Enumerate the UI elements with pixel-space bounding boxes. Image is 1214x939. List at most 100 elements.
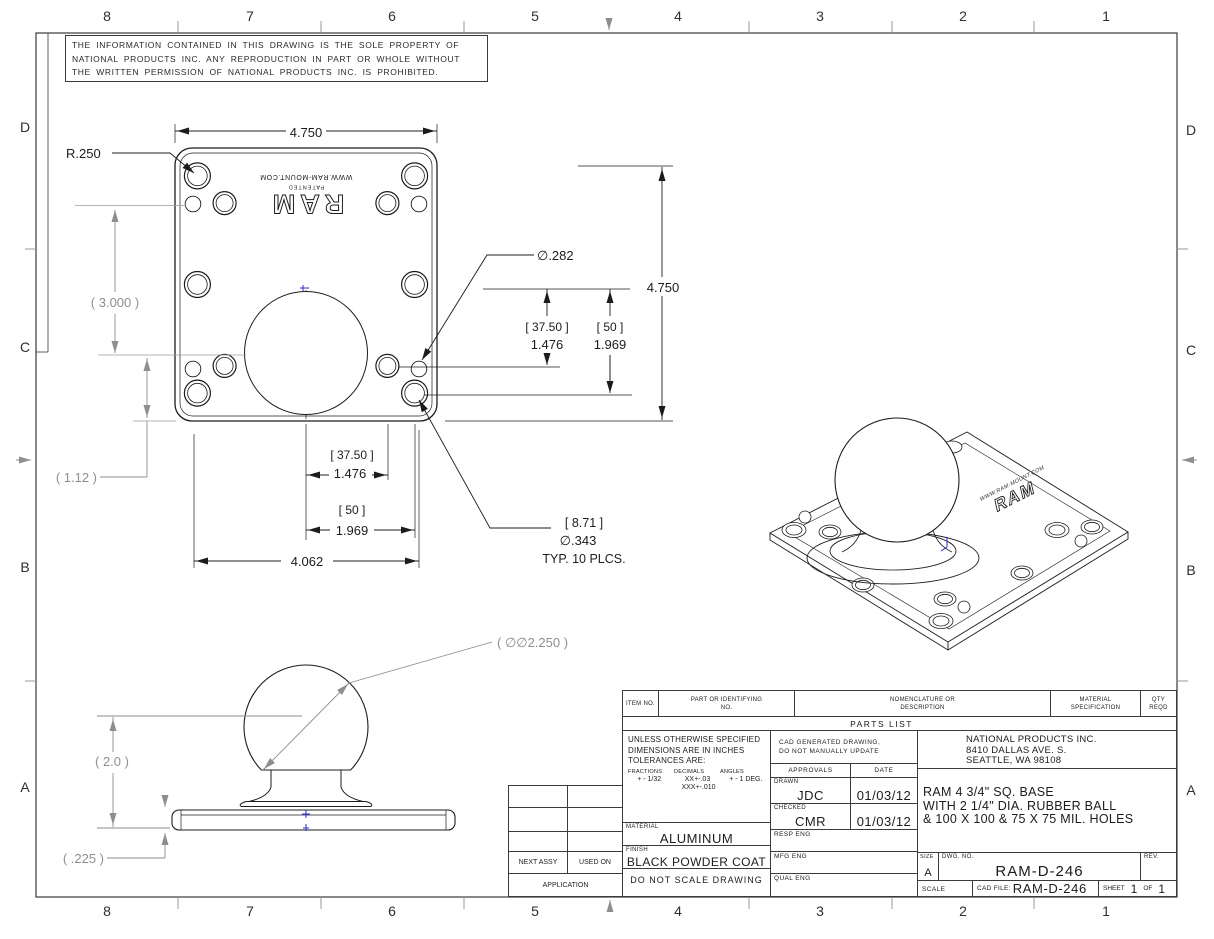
resp-eng-label: RESP ENG: [774, 831, 811, 838]
dim-ref-offset: ( 1.12 ): [56, 470, 97, 485]
dim-width-top: 4.750: [290, 125, 323, 140]
dim-h100-in: 1.969: [336, 523, 369, 538]
dwg-no-value: RAM-D-246: [995, 863, 1084, 880]
iso-holes: [781, 440, 1104, 629]
scale-label: SCALE: [922, 886, 946, 893]
zone-row: C: [1185, 342, 1197, 358]
zone-col: 5: [531, 903, 539, 919]
application-grid-cell: [567, 831, 623, 852]
dim-width-bottom: 4.062: [291, 554, 324, 569]
company-cell: NATIONAL PRODUCTS INC. 8410 DALLAS AVE. …: [917, 730, 1177, 769]
drawing-title-line: WITH 2 1/4" DIA. RUBBER BALL: [923, 798, 1117, 813]
parts-list-label: PARTS LIST: [850, 718, 913, 729]
notice-line: THE INFORMATION CONTAINED IN THIS DRAWIN…: [72, 40, 460, 50]
drawing-title-cell: RAM 4 3/4" SQ. BASE WITH 2 1/4" DIA. RUB…: [917, 768, 1177, 853]
cad-note-line: DO NOT MANUALLY UPDATE: [779, 748, 880, 755]
dim-v75-in: 1.476: [531, 337, 564, 352]
drawn-date-cell: 01/03/12: [850, 777, 918, 804]
qual-eng-cell: QUAL ENG: [770, 873, 918, 897]
application-grid-cell: [567, 785, 623, 808]
col-matspec-label: MATERIAL SPECIFICATION: [1070, 696, 1121, 711]
tol-line: UNLESS OTHERWISE SPECIFIED: [628, 735, 761, 744]
parts-col-qty: QTY REQD: [1140, 690, 1177, 717]
tol-line: DIMENSIONS ARE IN INCHES: [628, 745, 745, 755]
rev-label: REV.: [1144, 854, 1160, 860]
next-assy-label: NEXT ASSY: [518, 859, 558, 866]
zone-col: 6: [388, 903, 396, 919]
application-grid-cell: [567, 807, 623, 832]
zone-row: C: [19, 339, 31, 355]
checked-date: 01/03/12: [856, 814, 912, 829]
side-view-dimensions: [97, 641, 493, 859]
size-cell: SIZE A: [917, 852, 939, 881]
ram-logo-text: RAM: [268, 189, 345, 219]
date-label: DATE: [874, 767, 894, 774]
sheet-cell: SHEET 1 OF 1: [1098, 880, 1177, 897]
top-view-ref-lines-gray: [75, 205, 246, 422]
resp-eng-cell: RESP ENG: [770, 829, 918, 852]
material-label: MATERIAL: [626, 824, 659, 830]
iso-view: WWW.RAM-MOUNT.COM RAM: [769, 417, 1129, 651]
tol-value: XX+-.03: [684, 775, 711, 783]
dim-text-masks: [81, 123, 690, 771]
side-view: [171, 664, 456, 831]
zone-row: A: [1186, 782, 1196, 798]
cad-file-value: RAM-D-246: [1012, 881, 1087, 896]
company-city: SEATTLE, WA 98108: [966, 755, 1062, 766]
patented-text: PATENTED: [288, 184, 325, 190]
drawn-label: DRAWN: [774, 779, 799, 785]
brand-url-text: WWW.RAM-MOUNT.COM: [260, 173, 353, 180]
zone-row: D: [1185, 122, 1197, 138]
zone-col: 4: [674, 8, 682, 24]
dim-thickness: ( .225 ): [63, 851, 104, 866]
zone-row: A: [20, 779, 30, 795]
application-grid-cell: [508, 785, 568, 808]
hole-note-mm: [ 8.71 ]: [565, 516, 603, 530]
parts-col-nomenclature: NOMENCLATURE OR DESCRIPTION: [794, 690, 1051, 717]
top-view-ref-dimensions: [100, 210, 151, 478]
dim-ball-dia: ( ∅∅2.250 ): [497, 635, 568, 650]
dim-hole-small: ∅.282: [537, 248, 574, 263]
sheet-of-label: OF: [1143, 885, 1153, 892]
checked-cell: CHECKED CMR: [770, 803, 851, 830]
dim-ref-vertical: ( 3.000 ): [91, 295, 139, 310]
holes-small: [184, 195, 428, 378]
border-frame: [16, 18, 1197, 912]
application-cell: APPLICATION: [508, 873, 623, 897]
parts-list-row: PARTS LIST: [622, 716, 1177, 731]
datum-marker: [302, 810, 310, 831]
checked-date-cell: 01/03/12: [850, 803, 918, 830]
material-cell: MATERIAL ALUMINUM: [622, 822, 771, 846]
dwg-no-cell: DWG. NO. RAM-D-246: [938, 852, 1141, 881]
ram-logo-top-view: RAM PATENTED WWW.RAM-MOUNT.COM: [260, 173, 353, 220]
no-scale-label: DO NOT SCALE DRAWING: [630, 875, 763, 885]
col-nomen-label: NOMENCLATURE OR DESCRIPTION: [889, 696, 956, 711]
dim-h75-mm: [ 37.50 ]: [330, 448, 373, 462]
zone-col: 7: [246, 903, 254, 919]
drawing-title-line: RAM 4 3/4" SQ. BASE: [923, 785, 1055, 799]
mfg-eng-cell: MFG ENG: [770, 851, 918, 874]
notice-line: THE WRITTEN PERMISSION OF NATIONAL PRODU…: [72, 67, 439, 77]
application-label: APPLICATION: [542, 881, 589, 889]
tolerance-block: UNLESS OTHERWISE SPECIFIED DIMENSIONS AR…: [622, 730, 771, 823]
hole-note-qty: TYP. 10 PLCS.: [542, 552, 625, 566]
zone-col: 4: [674, 903, 682, 919]
checked-by: CMR: [794, 814, 827, 829]
used-on-cell: USED ON: [567, 851, 623, 874]
company-address: 8410 DALLAS AVE. S.: [966, 744, 1067, 756]
application-grid-cell: [508, 807, 568, 832]
datum-marker: [300, 285, 309, 291]
tol-value: XXX+-.010: [681, 783, 716, 791]
zone-row: D: [19, 119, 31, 135]
zone-col: 8: [103, 903, 111, 919]
col-part-label: PART OR IDENTIFYING NO.: [690, 696, 763, 711]
top-view-extension-lines: [174, 124, 673, 568]
zone-col: 5: [531, 8, 539, 24]
material-value: ALUMINUM: [659, 830, 734, 846]
company-name: NATIONAL PRODUCTS INC.: [966, 734, 1097, 745]
qual-eng-label: QUAL ENG: [774, 875, 811, 882]
dim-height: ( 2.0 ): [95, 754, 129, 769]
parts-col-part: PART OR IDENTIFYING NO.: [658, 690, 795, 717]
zone-col: 2: [959, 903, 967, 919]
dim-v100-in: 1.969: [594, 337, 627, 352]
